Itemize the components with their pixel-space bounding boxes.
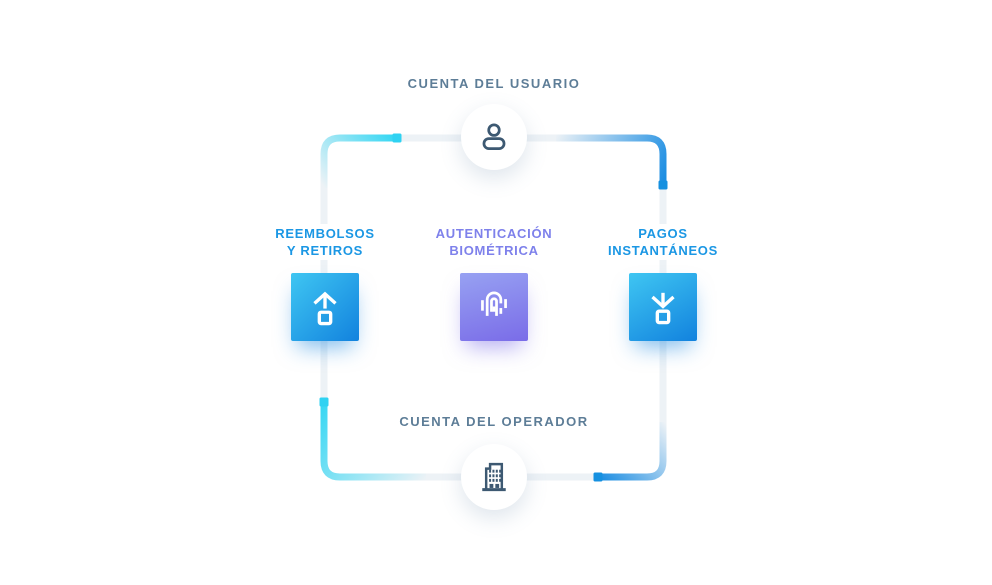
download-arrow-icon	[651, 292, 675, 325]
right-node-label: PAGOS INSTANTÁNEOS	[602, 224, 724, 260]
flow-marker-cyan-top	[392, 133, 402, 143]
instant-payments-node	[629, 273, 697, 341]
flow-segment-bottom-left	[320, 405, 426, 481]
building-icon	[482, 462, 506, 492]
biometric-authentication-node	[460, 273, 528, 341]
left-node-label-line1: REEMBOLSOS	[275, 226, 375, 241]
user-icon	[482, 123, 506, 150]
flow-segment-top-left	[320, 134, 393, 188]
center-node-label-line2: BIOMÉTRICA	[449, 243, 539, 258]
flow-marker-blue-right	[658, 180, 668, 190]
right-node-label-line1: PAGOS	[638, 226, 688, 241]
center-node-label: AUTENTICACIÓN BIOMÉTRICA	[429, 224, 559, 260]
upload-arrow-icon	[313, 291, 337, 326]
bottom-node-title: CUENTA DEL OPERADOR	[399, 414, 589, 429]
center-node-label-line1: AUTENTICACIÓN	[435, 226, 553, 241]
refunds-withdrawals-node	[291, 273, 359, 341]
operator-account-node	[461, 444, 527, 510]
left-node-label-line2: Y RETIROS	[286, 243, 364, 258]
flow-marker-blue-bottom	[593, 472, 603, 482]
top-node-title: CUENTA DEL USUARIO	[407, 76, 581, 91]
flow-segment-top-right	[556, 134, 667, 182]
flow-segment-bottom-right	[600, 422, 667, 481]
left-node-label: REEMBOLSOS Y RETIROS	[269, 224, 381, 260]
user-account-node	[461, 104, 527, 170]
right-node-label-line2: INSTANTÁNEOS	[608, 243, 718, 258]
flow-marker-cyan-left	[319, 397, 329, 407]
fingerprint-icon	[481, 291, 507, 316]
